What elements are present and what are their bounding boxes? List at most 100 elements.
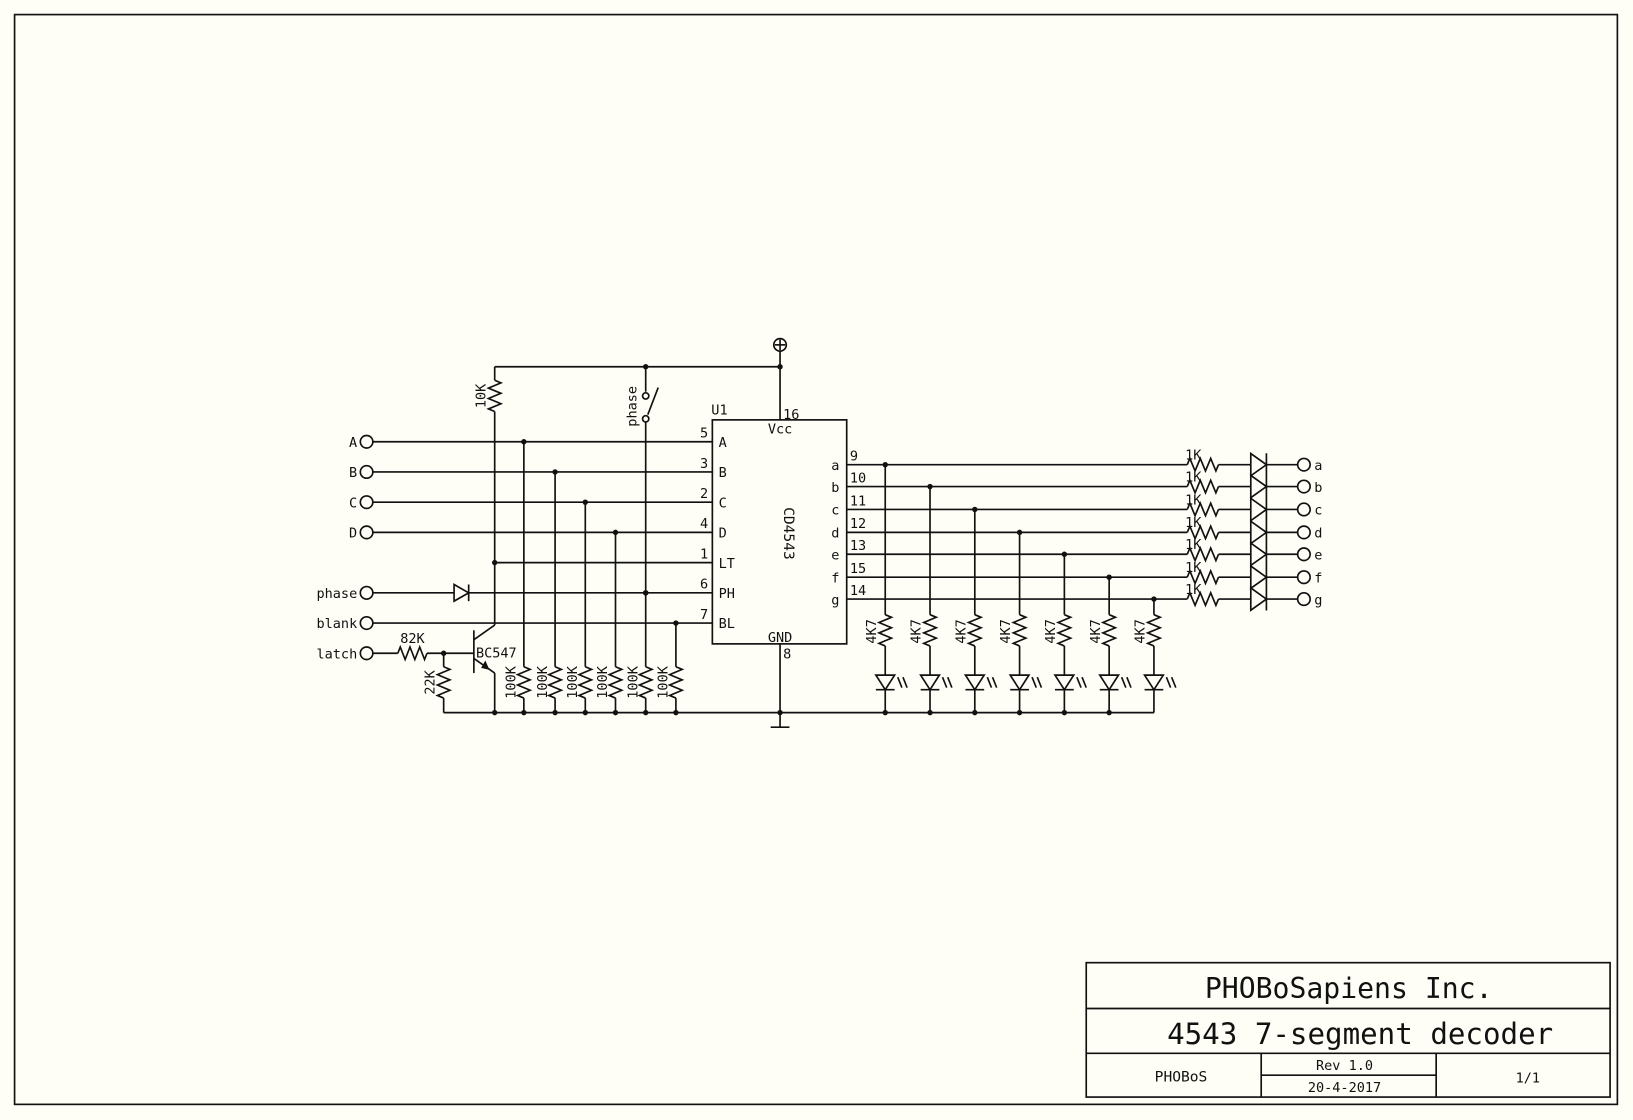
led-icon: [874, 674, 897, 692]
input-terminal-phase: [359, 585, 374, 600]
resistor-label: 4K7: [909, 619, 925, 643]
junction-dot: [491, 709, 498, 716]
resistor-1k: [1186, 545, 1220, 563]
output-terminal-e: [1296, 547, 1311, 562]
ic-vcc-label: Vcc: [768, 421, 792, 437]
ic-pin-number: 10: [850, 470, 866, 486]
junction-dot: [882, 709, 888, 716]
ic-pin-label-f: f: [831, 570, 839, 586]
drawing-title: 4543 7-segment decoder: [1167, 1017, 1553, 1051]
ic-part-name: CD4543: [780, 507, 797, 560]
resistor-1k: [1186, 456, 1220, 474]
input-terminal-blank: [359, 615, 374, 631]
resistor-label: 100K: [625, 665, 641, 698]
resistor-4k7: [1011, 613, 1028, 647]
led-light-arrow-icon: [1031, 676, 1038, 688]
resistor-label: 4K7: [998, 619, 1014, 643]
resistor-label: 100K: [535, 665, 551, 698]
junction-dot: [552, 469, 558, 475]
led-icon: [1143, 674, 1165, 692]
ic-gnd-label: GND: [768, 630, 792, 646]
switch-lever-icon: [647, 387, 659, 415]
led-light-arrow-icon: [1081, 676, 1088, 688]
resistor-4k7: [1145, 613, 1163, 647]
resistor-4k7: [921, 613, 939, 647]
output-terminal-a: [1296, 457, 1311, 472]
output-terminal-b: [1296, 479, 1311, 494]
ic-pin-number: 2: [700, 486, 708, 502]
led-light-arrow-icon: [1036, 676, 1043, 688]
author: PHOBoS: [1155, 1068, 1208, 1085]
diode-icon: [1249, 473, 1268, 500]
sheet-border: [13, 13, 1619, 1106]
ic-pin-number: 9: [850, 448, 858, 464]
led-light-arrow-icon: [1126, 676, 1132, 688]
resistor-label: 4K7: [953, 619, 969, 643]
input-terminal-d: [359, 525, 374, 540]
junction-dot: [612, 529, 619, 536]
output-label-f: f: [1314, 570, 1322, 586]
resistor-4k7: [966, 613, 984, 647]
resistor-82k: [397, 644, 428, 662]
resistor-10k: [486, 379, 504, 413]
junction-dot: [972, 709, 978, 716]
diode-icon: [1249, 496, 1268, 523]
ic-gnd-pin-number: 8: [783, 646, 791, 662]
junction-dot: [521, 709, 527, 716]
led-icon: [919, 674, 941, 692]
switch-contact: [641, 391, 650, 400]
led-icon: [1098, 674, 1121, 692]
diode-icon: [1249, 541, 1268, 568]
led-light-arrow-icon: [902, 676, 908, 688]
input-terminal-b: [359, 464, 374, 480]
resistor-1k: [1186, 523, 1220, 541]
junction-dot: [1016, 529, 1023, 536]
output-terminal-d: [1296, 525, 1311, 540]
resistor-label: 82K: [400, 631, 425, 647]
switch-label: phase: [624, 386, 640, 427]
input-terminal-latch: [359, 646, 374, 661]
resistor-1k: [1186, 478, 1220, 495]
ic-pin-label-a: a: [831, 458, 839, 474]
output-terminal-c: [1296, 502, 1311, 517]
ic-pin-number: 4: [700, 516, 708, 532]
resistor-label: 10K: [473, 383, 489, 408]
led-icon: [1053, 674, 1076, 692]
ic-pin-number: 11: [850, 493, 866, 509]
ic-pin-label-b: b: [831, 480, 839, 496]
ic-pin-number: 7: [700, 607, 708, 623]
led-light-arrow-icon: [1120, 676, 1127, 688]
switch-contact: [641, 414, 650, 423]
led-icon: [963, 674, 986, 692]
resistor-4k7: [1055, 613, 1073, 647]
output-label-g: g: [1314, 592, 1322, 608]
resistor-label: 1K: [1185, 492, 1202, 508]
ic-pin-label-d: D: [719, 526, 727, 542]
date: 20-4-2017: [1308, 1080, 1381, 1096]
transistor-collector: [473, 624, 496, 641]
ic-pin-label-b: B: [719, 465, 727, 481]
led-light-arrow-icon: [1076, 676, 1082, 688]
ic-pin-label-a: A: [719, 435, 727, 451]
junction-dot: [1061, 709, 1068, 716]
ic-pin-number: 1: [700, 546, 708, 562]
revision: Rev 1.0: [1316, 1058, 1373, 1074]
diode-icon: [1249, 451, 1268, 478]
sheet-number: 1/1: [1516, 1070, 1540, 1086]
resistor-22k: [435, 666, 453, 699]
title-block-frame: [1085, 961, 1611, 1098]
ic-vcc-pin-number: 16: [783, 407, 799, 423]
resistor-label: 22K: [422, 669, 438, 694]
junction-dot: [927, 709, 933, 716]
resistor-4k7: [876, 613, 894, 647]
junction-dot: [612, 709, 619, 716]
resistor-label: 100K: [565, 665, 581, 698]
resistor-4k7: [1100, 613, 1118, 647]
ic-pin-number: 6: [700, 577, 708, 593]
resistor-label: 1K: [1185, 447, 1202, 463]
resistor-100k: [667, 666, 685, 699]
resistor-label: 1K: [1185, 469, 1202, 485]
resistor-100k: [637, 666, 655, 699]
resistor-1k: [1186, 568, 1220, 586]
input-terminal-c: [359, 495, 374, 510]
